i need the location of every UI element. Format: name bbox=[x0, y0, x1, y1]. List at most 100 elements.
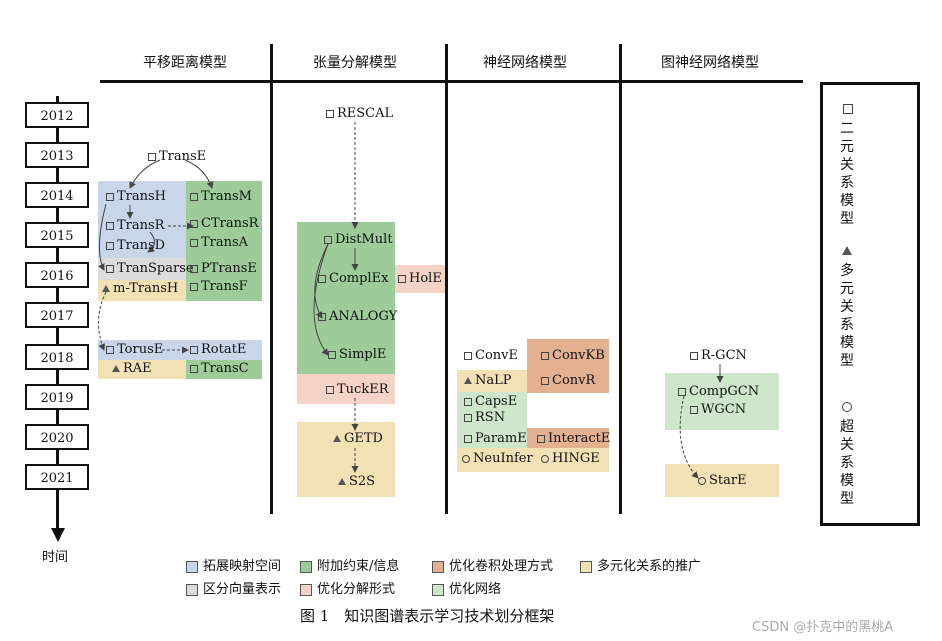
binary-marker-icon bbox=[690, 351, 698, 360]
year-box: 2019 bbox=[25, 384, 89, 410]
color-swatch bbox=[300, 583, 312, 596]
binary-marker-icon bbox=[190, 345, 198, 354]
year-box: 2016 bbox=[25, 262, 89, 288]
node-rae: RAE bbox=[112, 361, 152, 377]
binary-marker-icon bbox=[106, 345, 114, 354]
region-multi-relation bbox=[457, 448, 609, 472]
binary-marker-icon bbox=[398, 274, 406, 283]
node-analogy: ANALOGY bbox=[318, 309, 397, 325]
arrow bbox=[98, 203, 107, 271]
node-complex: ComplEx bbox=[318, 271, 388, 287]
node-tucker: TuckER bbox=[326, 382, 388, 398]
region-expand-mapping bbox=[98, 181, 186, 258]
node-transa: TransA bbox=[190, 235, 248, 251]
node-hole: HolE bbox=[398, 271, 442, 287]
year-box: 2017 bbox=[25, 302, 89, 328]
year-box: 2012 bbox=[25, 102, 89, 128]
header-graph-neural-network: 图神经网络模型 bbox=[661, 55, 759, 71]
node-transf: TransF bbox=[190, 279, 248, 295]
node-transh: TransH bbox=[106, 189, 166, 205]
region-multi-relation bbox=[98, 280, 186, 301]
binary-marker-icon bbox=[190, 238, 198, 247]
node-convr: ConvR bbox=[541, 373, 595, 389]
region-conv-optimize bbox=[527, 339, 609, 393]
binary-marker-icon bbox=[106, 264, 114, 273]
timeline-arrowhead bbox=[51, 528, 65, 542]
multi-relation-marker-icon bbox=[464, 377, 472, 384]
header-tensor-decomposition: 张量分解模型 bbox=[313, 55, 397, 71]
node-nalp: NaLP bbox=[464, 373, 512, 389]
binary-marker-icon bbox=[464, 413, 472, 422]
binary-marker-icon bbox=[318, 312, 326, 321]
region-multi-relation bbox=[98, 360, 186, 379]
year-box: 2015 bbox=[25, 222, 89, 248]
binary-marker-icon bbox=[324, 235, 332, 244]
arrow bbox=[184, 159, 214, 189]
region-decomp-optimize bbox=[395, 265, 445, 293]
legend-hyper-label: 超关系模型 bbox=[840, 419, 854, 507]
year-box: 2014 bbox=[25, 182, 89, 208]
node-rsn: RSN bbox=[464, 410, 505, 426]
node-transd: TransD bbox=[106, 238, 165, 254]
time-label: 时间 bbox=[42, 550, 69, 565]
node-neuinfer: NeuInfer bbox=[462, 451, 533, 467]
node-rgcn: R-GCN bbox=[690, 348, 747, 364]
binary-marker-icon bbox=[190, 219, 198, 228]
arrow bbox=[679, 395, 699, 479]
multi-relation-marker-icon bbox=[338, 478, 346, 485]
region-diff-vector bbox=[98, 258, 186, 280]
year-box: 2018 bbox=[25, 344, 89, 370]
node-ptranse: PTransE bbox=[190, 261, 257, 277]
year-box: 2020 bbox=[25, 424, 89, 450]
watermark: CSDN @扑克中的黑桃A bbox=[752, 620, 894, 635]
arrow bbox=[129, 159, 161, 189]
color-swatch bbox=[432, 583, 444, 596]
column-divider bbox=[619, 44, 622, 514]
multi-relation-marker-icon bbox=[333, 435, 341, 442]
node-capse: CapsE bbox=[464, 394, 517, 410]
node-hinge: HINGE bbox=[541, 451, 600, 467]
figure-caption: 图 1 知识图谱表示学习技术划分框架 bbox=[300, 607, 555, 625]
column-divider bbox=[270, 44, 273, 514]
arrow bbox=[98, 291, 107, 351]
binary-marker-icon bbox=[328, 350, 336, 359]
node-transparse: TranSparse bbox=[106, 261, 194, 277]
region-multi-relation bbox=[297, 422, 395, 497]
legend-multi-label: 多元关系模型 bbox=[840, 263, 854, 369]
region-extra-constraints bbox=[186, 181, 262, 301]
header-neural-network: 神经网络模型 bbox=[483, 55, 567, 71]
region-extra-constraints bbox=[186, 360, 262, 379]
node-ctransr: CTransR bbox=[190, 216, 258, 232]
color-swatch bbox=[432, 560, 444, 573]
binary-marker-icon bbox=[843, 104, 853, 114]
arrow bbox=[147, 231, 155, 253]
arrow bbox=[313, 243, 329, 356]
column-divider bbox=[445, 44, 448, 514]
legend-item: 拓展映射空间 bbox=[186, 555, 281, 574]
legend-item: 优化卷积处理方式 bbox=[432, 555, 553, 574]
multi-relation-marker-icon bbox=[102, 285, 110, 292]
header-rule bbox=[100, 80, 803, 83]
binary-marker-icon bbox=[326, 109, 334, 118]
region-multi-relation bbox=[665, 464, 779, 497]
binary-marker-icon bbox=[464, 351, 472, 360]
node-mtransh: m-TransH bbox=[102, 281, 178, 297]
legend-item: 优化分解形式 bbox=[300, 578, 395, 597]
binary-marker-icon bbox=[537, 434, 545, 443]
relation-type-legend bbox=[820, 82, 920, 526]
color-swatch bbox=[186, 560, 198, 573]
node-rescal: RESCAL bbox=[326, 106, 393, 122]
node-conve: ConvE bbox=[464, 348, 518, 364]
region-extra-constraints bbox=[297, 222, 395, 374]
color-swatch bbox=[580, 560, 592, 573]
binary-marker-icon bbox=[464, 397, 472, 406]
binary-marker-icon bbox=[190, 364, 198, 373]
binary-marker-icon bbox=[541, 376, 549, 385]
binary-marker-icon bbox=[106, 192, 114, 201]
header-translation-distance: 平移距离模型 bbox=[143, 55, 227, 71]
binary-marker-icon bbox=[190, 264, 198, 273]
binary-marker-icon bbox=[326, 385, 334, 394]
legend-item: 附加约束/信息 bbox=[300, 555, 399, 574]
node-transr: TransR bbox=[106, 218, 164, 234]
